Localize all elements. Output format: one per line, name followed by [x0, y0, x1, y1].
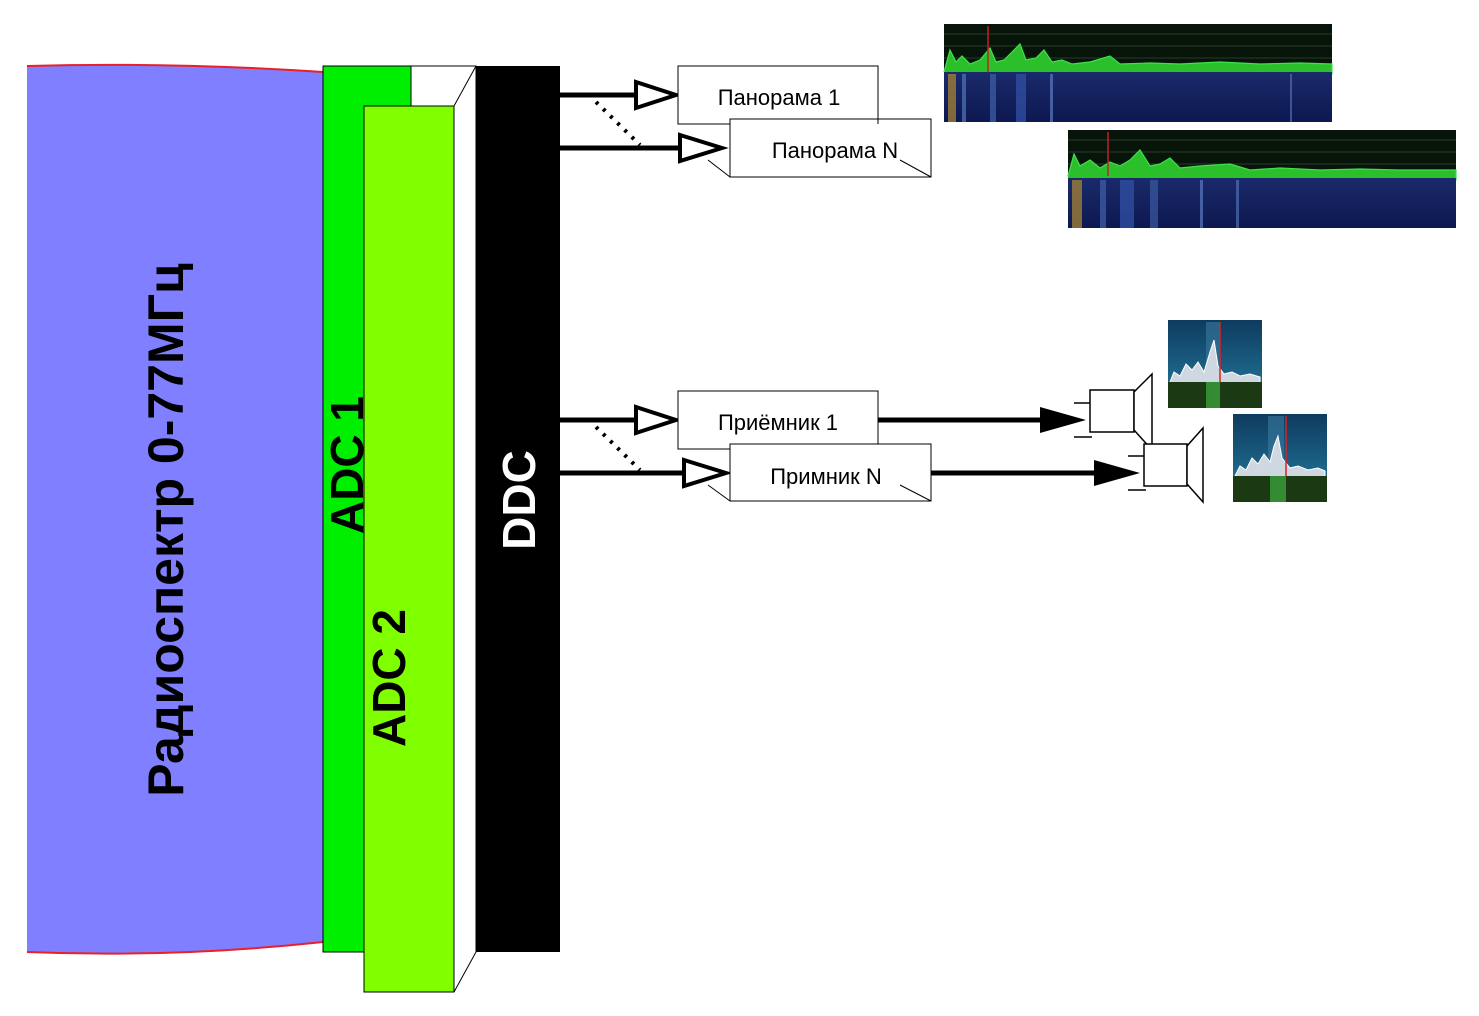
receiver-1-box: Приёмник 1 [677, 390, 879, 450]
panorama-n-box: Панорама N [707, 118, 932, 178]
panorama-n-label: Панорама N [772, 138, 898, 163]
receiver-n-label: Примник N [770, 464, 882, 489]
radio-spectrum-label: Радиоспектр 0-77МГц [138, 263, 194, 797]
arrow-head-receiver-1 [634, 404, 683, 436]
panorama-arrows [560, 79, 729, 164]
arrow-head-panorama-1 [634, 79, 683, 111]
receiver-thumbnail-n [1233, 414, 1327, 502]
speaker-arrows [878, 407, 1140, 486]
radio-spectrum-bottom-edge [26, 941, 324, 955]
panorama-1-box: Панорама 1 [677, 65, 879, 125]
panorama-thumbnail-1 [943, 24, 1333, 122]
receiver-1-label: Приёмник 1 [718, 410, 838, 435]
receiver-n-box: Примник N [707, 443, 932, 502]
radio-spectrum-fill [27, 64, 323, 954]
ddc-label: DDC [493, 450, 545, 550]
radio-spectrum-top-edge [26, 63, 324, 73]
arrow-head-receiver-n [682, 457, 733, 489]
panorama-ellipsis-dots [594, 100, 642, 147]
panorama-thumbnail-n [1067, 130, 1457, 228]
panorama-1-label: Панорама 1 [718, 85, 841, 110]
ddc-rect [476, 66, 560, 952]
receiver-arrows [560, 404, 733, 489]
arrow-head-panorama-n [678, 132, 729, 164]
adc2-block: ADC 2 [363, 105, 455, 993]
adc2-label: ADC 2 [363, 609, 415, 747]
receiver-thumbnail-1 [1168, 320, 1262, 408]
receiver-ellipsis-dots [594, 425, 642, 472]
adc2-rect [363, 105, 455, 993]
radio-spectrum-block: Радиоспектр 0-77МГц [26, 63, 324, 955]
speaker-icon-n [1128, 426, 1204, 504]
ddc-block: DDC [476, 66, 560, 952]
speaker-icon-1 [1074, 372, 1153, 452]
